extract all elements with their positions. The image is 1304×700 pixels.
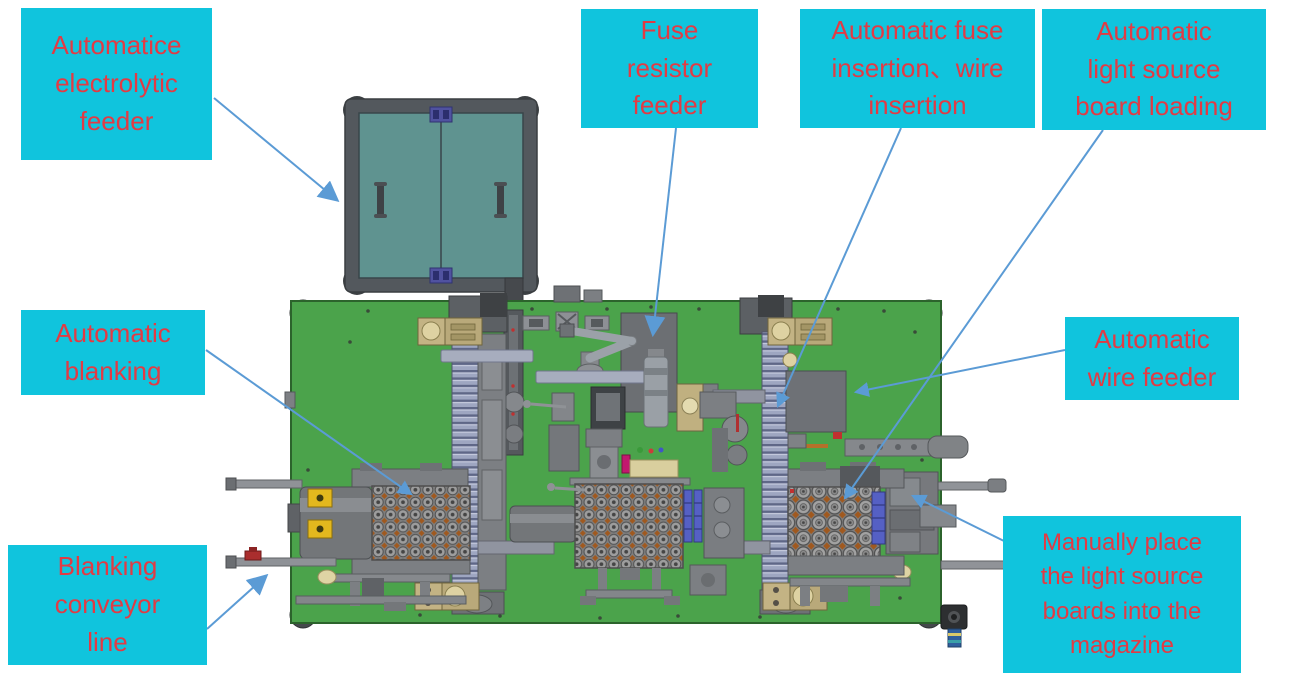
arrow-fuse-resistor-feeder bbox=[644, 127, 677, 338]
insertion-cylinder bbox=[643, 349, 669, 428]
label-automatic-blanking: Automatic blanking bbox=[21, 310, 205, 395]
tan-bracket bbox=[676, 383, 704, 432]
center-stand bbox=[580, 568, 680, 605]
right-io-arm bbox=[844, 435, 1008, 580]
cabinet-hinge-top bbox=[429, 106, 453, 123]
electrolytic-feeder-cabinet bbox=[343, 96, 539, 313]
callout-arrows bbox=[205, 97, 1104, 630]
cabinet-handle-left bbox=[374, 182, 387, 218]
center-tray-station bbox=[509, 477, 745, 605]
label-automatic-electrolytic-feeder: Automatice electrolytic feeder bbox=[21, 8, 212, 160]
camera-box bbox=[590, 386, 626, 430]
arrow-wire-feeder bbox=[853, 349, 1066, 397]
arrow-blanking-conveyor bbox=[206, 573, 269, 630]
label-automatic-light-source-board-loading: Automatic light source board loading bbox=[1042, 9, 1266, 130]
label-fuse-resistor-feeder: Fuse resistor feeder bbox=[581, 9, 758, 128]
label-blanking-conveyor-line: Blanking conveyor line bbox=[8, 545, 207, 665]
right-lower-rod bbox=[940, 560, 1008, 570]
cabinet-hinge-bottom bbox=[429, 267, 453, 284]
label-automatic-fuse-insertion: Automatic fuse insertion、wire insertion bbox=[800, 9, 1035, 128]
label-automatic-wire-feeder: Automatic wire feeder bbox=[1065, 317, 1239, 400]
arrow-fuse-insertion bbox=[776, 127, 902, 409]
blanking-conveyor-rod bbox=[227, 557, 337, 567]
feeder-elevator-column bbox=[503, 309, 525, 456]
left-upper-rod bbox=[227, 479, 303, 489]
small-parts-tray bbox=[621, 447, 679, 478]
center-tray bbox=[574, 483, 684, 569]
arrow-electrolytic-feeder bbox=[213, 97, 340, 203]
light-board-tray bbox=[787, 486, 881, 564]
arrow-light-board-loading bbox=[843, 129, 1104, 500]
blanking-tray bbox=[371, 485, 471, 561]
magazine-mechanism bbox=[885, 471, 957, 555]
arrow-automatic-blanking bbox=[205, 349, 413, 496]
wire-feeder-box bbox=[782, 352, 847, 449]
blanking-station bbox=[225, 463, 471, 611]
arrow-manually-place bbox=[910, 494, 1005, 542]
blue-separators bbox=[683, 489, 703, 543]
fuse-resistor-feeder-station bbox=[522, 311, 749, 482]
label-manually-place-boards: Manually place the light source boards i… bbox=[1003, 516, 1241, 673]
corner-mounts bbox=[414, 317, 833, 611]
corner-valve bbox=[940, 604, 968, 648]
cabinet-handle-right bbox=[494, 182, 507, 218]
